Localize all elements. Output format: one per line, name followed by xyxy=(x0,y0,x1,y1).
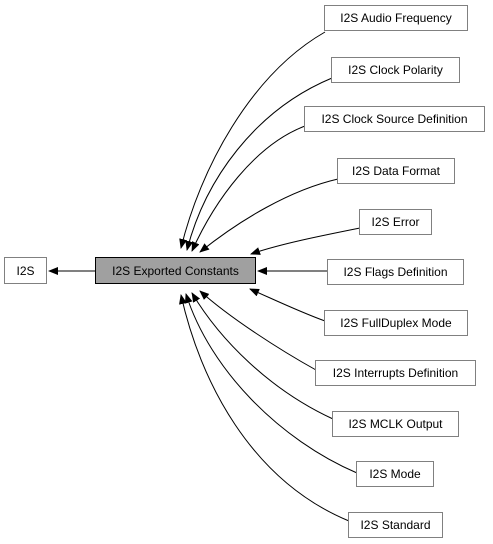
node-i2s-audio-frequency[interactable]: I2S Audio Frequency xyxy=(324,5,468,31)
node-i2s-error[interactable]: I2S Error xyxy=(359,209,432,235)
edge-mode xyxy=(184,293,358,474)
edge-clock-source-definition xyxy=(191,125,306,252)
node-i2s-mclk-output[interactable]: I2S MCLK Output xyxy=(332,411,459,437)
edge-audio-frequency xyxy=(179,31,326,249)
node-i2s-data-format[interactable]: I2S Data Format xyxy=(337,158,455,184)
edge-interrupts-definition xyxy=(199,290,317,371)
edge-data-format xyxy=(199,178,339,253)
node-i2s-mode[interactable]: I2S Mode xyxy=(356,461,434,487)
edge-clock-polarity xyxy=(185,77,333,251)
node-i2s-flags-definition[interactable]: I2S Flags Definition xyxy=(327,259,464,285)
node-i2s[interactable]: I2S xyxy=(4,257,47,284)
edge-error xyxy=(250,227,361,255)
node-i2s-clock-polarity[interactable]: I2S Clock Polarity xyxy=(331,57,460,83)
node-i2s-fullduplex-mode[interactable]: I2S FullDuplex Mode xyxy=(324,310,468,336)
node-i2s-interrupts-definition[interactable]: I2S Interrupts Definition xyxy=(315,360,476,386)
edge-mclk-output xyxy=(191,292,334,420)
node-i2s-standard[interactable]: I2S Standard xyxy=(348,512,443,538)
edge-fullduplex-mode xyxy=(249,288,326,322)
node-i2s-exported-constants: I2S Exported Constants xyxy=(95,257,256,284)
node-i2s-clock-source-definition[interactable]: I2S Clock Source Definition xyxy=(304,106,485,132)
edge-standard xyxy=(179,294,350,522)
